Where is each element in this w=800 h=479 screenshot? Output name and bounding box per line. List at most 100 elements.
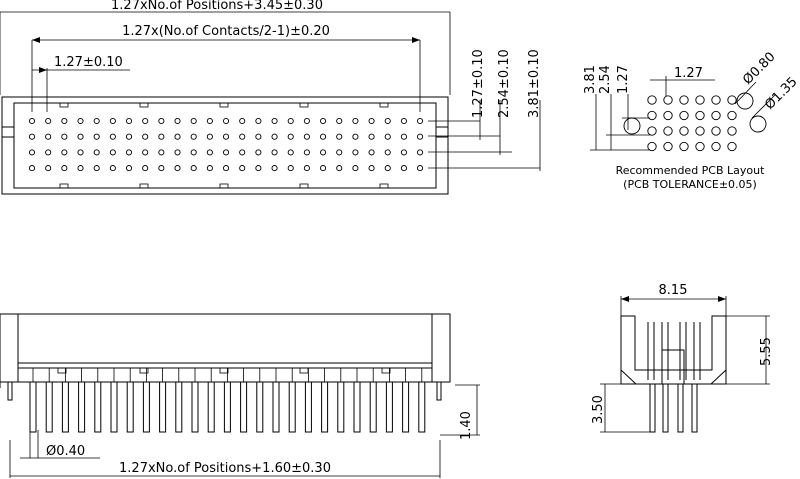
pin-tail — [402, 381, 410, 433]
pcb-hole — [727, 110, 737, 121]
pin-hole — [93, 149, 100, 156]
pin-hole — [222, 117, 230, 125]
pcb-hole — [727, 126, 737, 136]
pin-hole — [255, 133, 262, 140]
pin-tail — [159, 381, 167, 433]
pin-tail — [175, 381, 183, 433]
pin-hole — [206, 165, 213, 172]
dim-row-127: 1.27±0.10 — [471, 49, 486, 118]
housing-notch — [59, 102, 69, 108]
pcb-hole — [727, 141, 737, 152]
front-pin-tails — [29, 368, 426, 433]
pin-hole — [28, 149, 36, 156]
pin-hole — [368, 117, 375, 125]
housing-notch — [139, 102, 149, 108]
pin-hole — [109, 149, 116, 156]
pin-hole — [271, 149, 278, 156]
pin-hole — [417, 133, 424, 140]
pin-grid — [28, 117, 424, 172]
pin-hole — [271, 117, 278, 125]
pcb-hole — [695, 141, 705, 152]
pcb-hole — [663, 126, 673, 136]
pcb-hole — [663, 110, 673, 121]
pin-tail — [191, 381, 199, 433]
pin-hole — [109, 133, 116, 140]
housing-notch — [379, 102, 389, 108]
pin-hole — [352, 117, 359, 125]
pin-hole — [174, 117, 181, 125]
pcb-dim-hole-135: Ø1.35 — [762, 75, 800, 113]
pin-hole — [125, 133, 133, 140]
pcb-hole — [647, 110, 657, 121]
pin-tail — [45, 381, 53, 433]
pin-hole — [190, 149, 197, 156]
pin-hole — [368, 149, 375, 156]
pin-tail — [272, 381, 280, 433]
pin-hole — [400, 133, 407, 140]
pcb-hole — [663, 141, 673, 152]
pin-hole — [303, 165, 310, 172]
pin-tail — [223, 381, 231, 433]
dim-row-381: 3.81±0.10 — [527, 49, 542, 118]
pin-hole — [45, 165, 52, 172]
pcb-hole — [711, 141, 721, 152]
pin-hole — [109, 165, 116, 172]
pin-hole — [222, 149, 230, 156]
pin-hole — [417, 149, 424, 156]
pin-hole — [320, 133, 327, 140]
pcb-layout: 3.81 2.54 1.27 1.27 Ø0.80 Ø1.35 Recommen… — [583, 50, 800, 191]
pin-hole — [61, 117, 68, 125]
pin-hole — [125, 149, 133, 156]
pcb-hole — [647, 141, 657, 152]
pin-tail — [337, 381, 345, 433]
pin-hole — [142, 165, 149, 172]
pin-hole — [158, 165, 165, 172]
pin-hole — [142, 133, 149, 140]
pcb-dim-254: 2.54 — [598, 65, 613, 94]
pin-hole — [77, 133, 84, 140]
pcb-hole-grid — [647, 95, 737, 152]
pin-hole — [368, 133, 375, 140]
pcb-hole-large — [736, 92, 754, 110]
dim-contacts: 1.27x(No.of Contacts/2-1)±0.20 — [122, 24, 330, 39]
pcb-hole — [695, 110, 705, 121]
pin-hole — [158, 133, 165, 140]
pin-tail — [78, 381, 86, 433]
pin-hole — [320, 165, 327, 172]
pin-hole — [222, 133, 230, 140]
pin-tail — [321, 381, 329, 433]
pin-hole — [255, 117, 262, 125]
pcb-hole — [679, 95, 689, 105]
pin-hole — [190, 133, 197, 140]
pcb-hole-large — [623, 117, 641, 135]
pin-hole — [336, 133, 343, 140]
housing-notch — [139, 183, 149, 189]
pin-hole — [190, 165, 197, 172]
pin-hole — [45, 133, 52, 140]
pin-hole — [287, 117, 294, 125]
pcb-dim-127-h: 1.27 — [674, 66, 703, 81]
pin-hole — [142, 149, 149, 156]
pin-hole — [206, 117, 213, 125]
pin-hole — [352, 133, 359, 140]
pin-tail — [142, 381, 150, 433]
housing-notch — [299, 102, 309, 108]
pin-hole — [303, 149, 310, 156]
pin-tail — [385, 381, 393, 433]
pcb-dim-381: 3.81 — [583, 65, 598, 94]
pcb-hole — [727, 95, 737, 105]
pcb-hole — [647, 126, 657, 136]
pin-tail — [61, 381, 69, 433]
pcb-hole-large — [749, 115, 767, 133]
pin-hole — [28, 165, 36, 172]
pin-hole — [271, 165, 278, 172]
pin-tail — [288, 381, 296, 433]
pcb-hole — [711, 95, 721, 105]
pin-hole — [28, 117, 36, 125]
pin-hole — [206, 133, 213, 140]
pin-hole — [93, 165, 100, 172]
pin-hole — [77, 149, 84, 156]
housing-notch — [59, 183, 69, 189]
front-view: 1.40 Ø0.40 1.27xNo.of Positions+1.60±0.3… — [0, 313, 480, 478]
pin-hole — [206, 149, 213, 156]
